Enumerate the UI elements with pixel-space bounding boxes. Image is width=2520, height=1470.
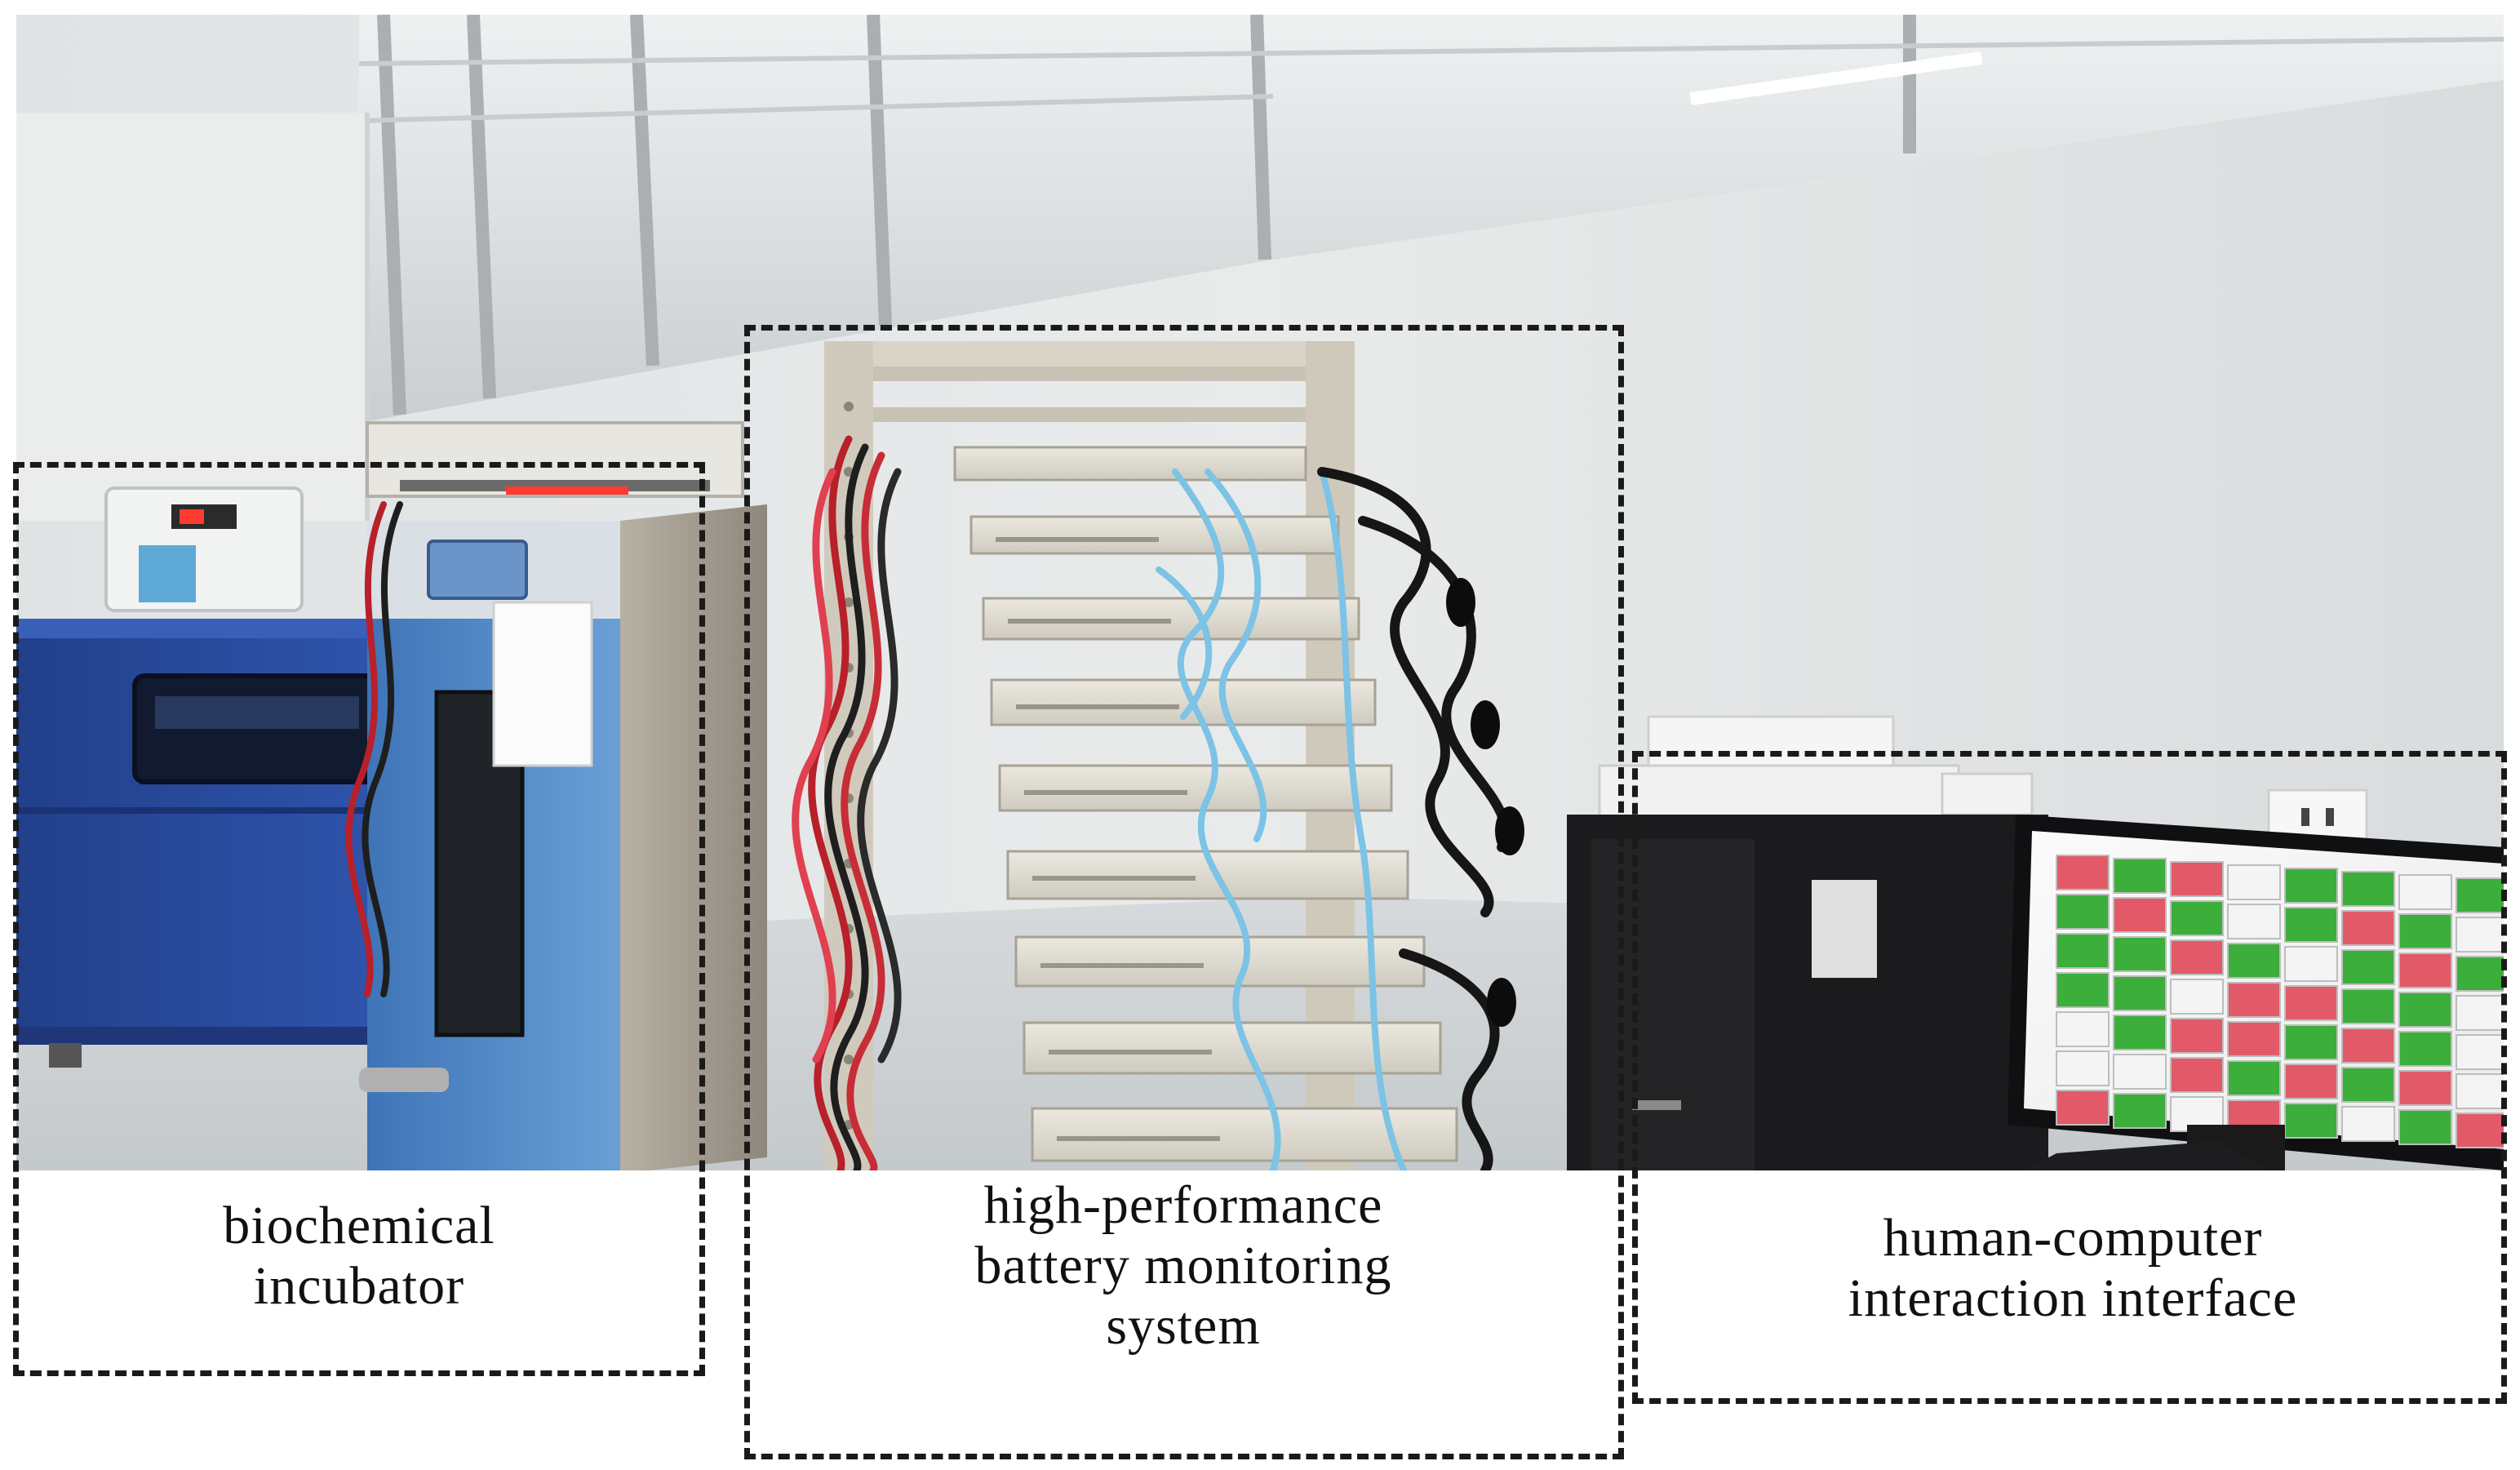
monitor-icon xyxy=(2008,815,2504,1170)
cell-tile xyxy=(2398,874,2452,910)
cell-tile xyxy=(2227,982,2281,1018)
cell-tile xyxy=(2170,900,2224,936)
cell-tile xyxy=(2341,910,2395,946)
cell-tile xyxy=(2113,858,2167,894)
callout-battery-monitor xyxy=(744,325,1624,1459)
label-incubator-line-2: incubator xyxy=(253,1255,465,1316)
label-hci-line-2: interaction interface xyxy=(1848,1268,2298,1328)
cell-tile xyxy=(2398,992,2452,1028)
cell-tile xyxy=(2341,1067,2395,1103)
cell-tile xyxy=(2341,1028,2395,1064)
lab-photo xyxy=(16,15,2504,1170)
cell-tile xyxy=(2284,1064,2338,1099)
cell-tile xyxy=(2284,1024,2338,1060)
label-battery-monitor: high-performance battery monitoring syst… xyxy=(759,1175,1608,1357)
cell-tile xyxy=(2113,1093,2167,1129)
cell-tile xyxy=(2113,936,2167,972)
label-battery-monitor-line-2: battery monitoring xyxy=(974,1235,1392,1295)
cell-tile xyxy=(2056,894,2110,930)
cell-tile xyxy=(2170,1018,2224,1054)
cell-tile xyxy=(2227,943,2281,979)
label-incubator-line-1: biochemical xyxy=(223,1196,495,1255)
label-hci: human-computer interaction interface xyxy=(1648,1208,2497,1329)
chamber-icon xyxy=(359,421,767,1170)
lab-photo-drawing xyxy=(16,15,2504,1170)
cell-tile xyxy=(2456,1112,2504,1148)
cell-tile xyxy=(2398,1109,2452,1145)
cell-tile xyxy=(2170,979,2224,1015)
server-rack-icon xyxy=(345,341,1524,1170)
cell-tile xyxy=(2341,871,2395,907)
label-battery-monitor-line-3: system xyxy=(1106,1295,1261,1356)
cell-tile xyxy=(2113,897,2167,933)
cell-tile xyxy=(2056,1011,2110,1047)
cell-tile xyxy=(2284,907,2338,943)
cell-tile xyxy=(2227,1021,2281,1057)
cell-tile xyxy=(2284,946,2338,982)
cell-tile xyxy=(2456,995,2504,1031)
cell-tile xyxy=(2227,1060,2281,1096)
label-incubator: biochemical incubator xyxy=(33,1196,685,1317)
callout-incubator xyxy=(13,462,705,1376)
label-hci-line-1: human-computer xyxy=(1883,1208,2263,1268)
cell-tile xyxy=(2113,975,2167,1011)
label-battery-monitor-line-1: high-performance xyxy=(983,1175,1383,1235)
cell-tile xyxy=(2398,953,2452,988)
cell-tile xyxy=(2056,855,2110,890)
cell-tile xyxy=(2170,1057,2224,1093)
cell-tile xyxy=(2284,868,2338,904)
cell-tile xyxy=(2170,939,2224,975)
cell-tile xyxy=(2284,985,2338,1021)
cell-tile xyxy=(2341,1106,2395,1142)
cell-tile xyxy=(2398,913,2452,949)
cell-tile xyxy=(2398,1031,2452,1067)
cell-tile xyxy=(2113,1054,2167,1090)
cell-tile xyxy=(2456,956,2504,992)
cell-tile xyxy=(2456,917,2504,953)
callout-hci xyxy=(1632,751,2507,1404)
cell-tile xyxy=(2056,1050,2110,1086)
cell-tile xyxy=(2456,877,2504,913)
cell-tile xyxy=(2398,1070,2452,1106)
cell-tile xyxy=(2170,861,2224,897)
cell-tile xyxy=(2456,1073,2504,1109)
cell-tile xyxy=(2341,988,2395,1024)
cell-tile xyxy=(2227,864,2281,900)
cell-tile xyxy=(2341,949,2395,985)
cell-tile xyxy=(2056,1090,2110,1126)
cell-tile xyxy=(2056,972,2110,1008)
cell-tile xyxy=(2456,1034,2504,1070)
cell-tile xyxy=(2227,904,2281,939)
cell-tile xyxy=(2113,1015,2167,1050)
cell-tile xyxy=(2056,933,2110,969)
cell-tile xyxy=(2284,1103,2338,1139)
